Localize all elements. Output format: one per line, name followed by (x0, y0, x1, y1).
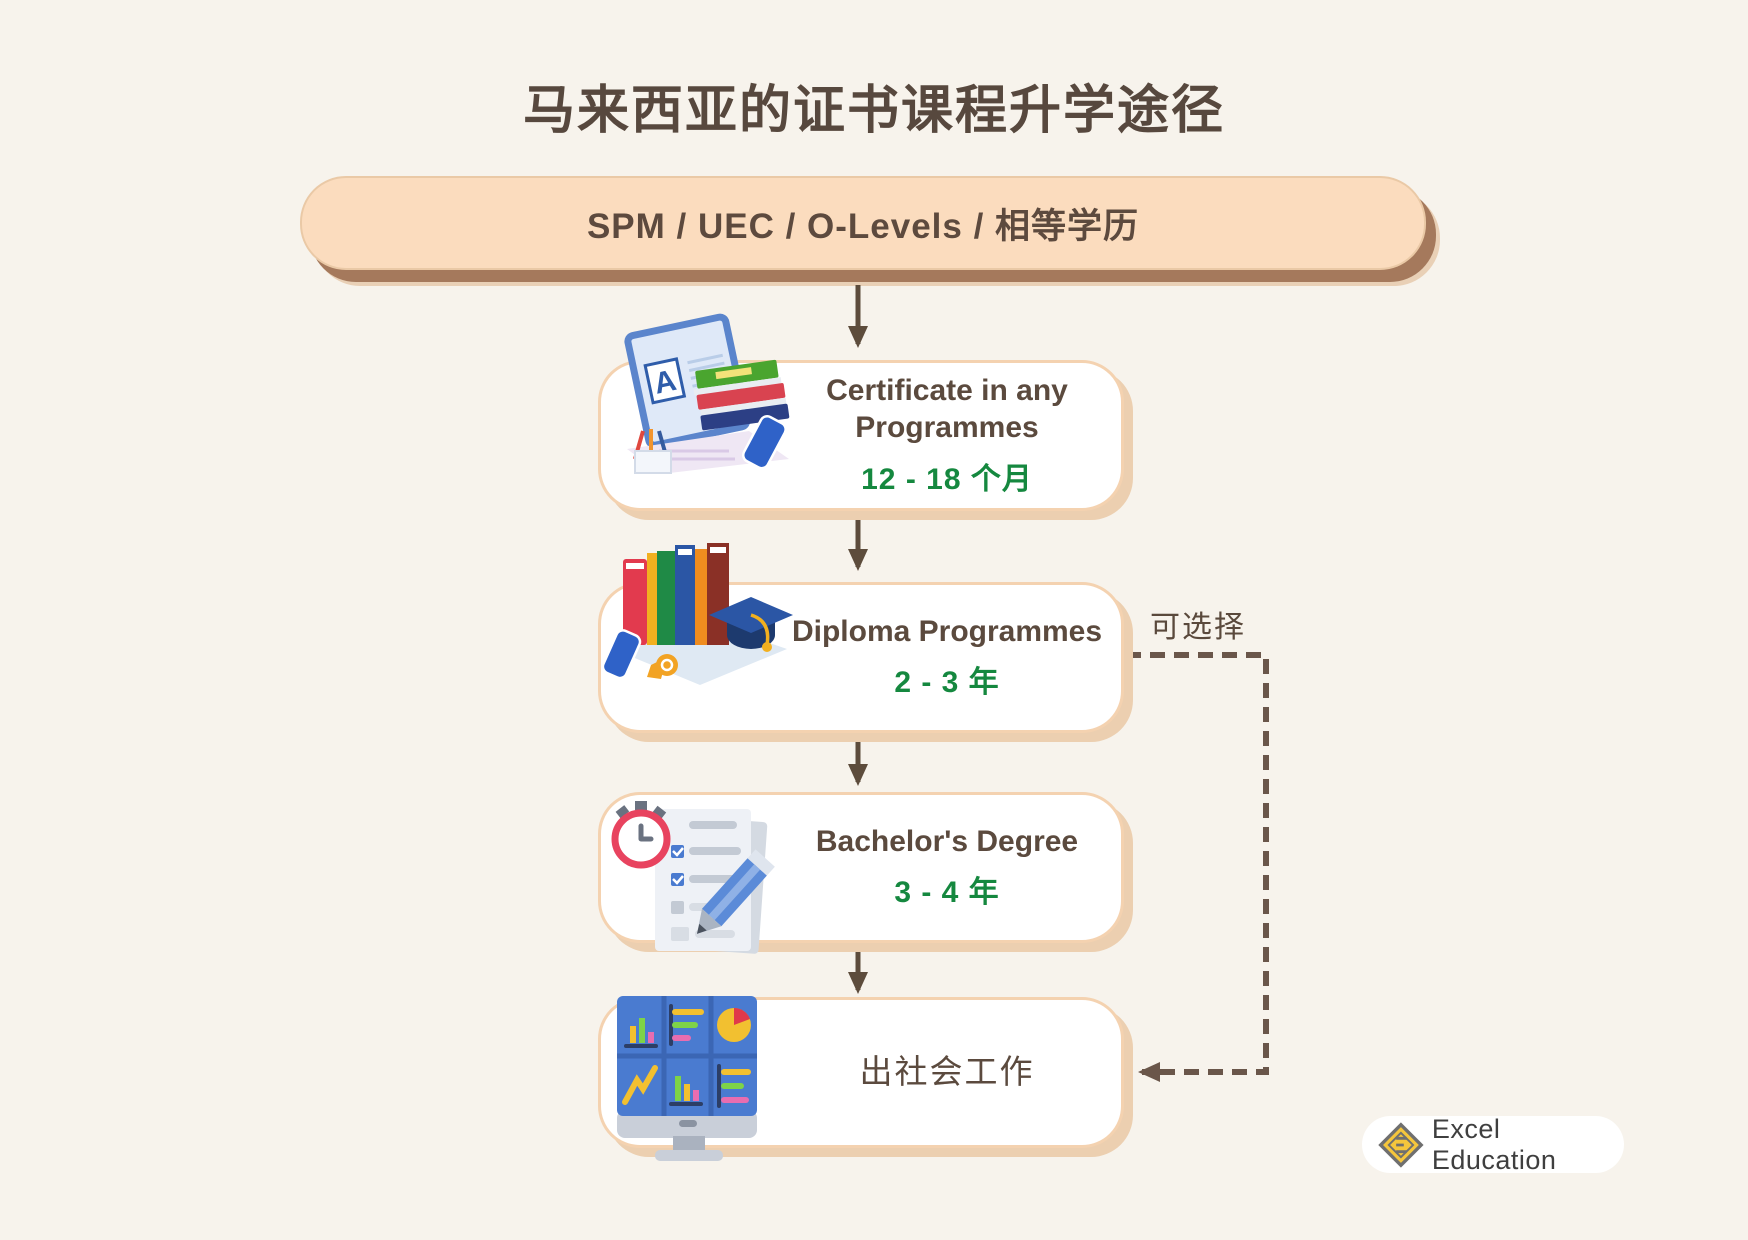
step-bachelor-title: Bachelor's Degree (815, 824, 1079, 858)
pencil (696, 849, 775, 934)
step-diploma-title: Diploma Programmes (791, 614, 1103, 648)
monitor-stand (673, 1136, 705, 1152)
step-work-title: 出社会工作 (859, 1053, 1035, 1091)
logo-text: Excel Education (1431, 1113, 1557, 1175)
charts-monitor-icon (617, 996, 757, 1161)
smartphone (601, 629, 642, 680)
entry-qualification-label: SPM / UEC / O-Levels / 相等学历 (586, 206, 1140, 246)
dashed-optional-path-diploma-to-work (1126, 652, 1269, 1082)
step-diploma-box: Diploma Programmes 2 - 3 年 (598, 543, 1124, 733)
optional-path-label: 可选择 (1150, 611, 1246, 644)
monitor-base (655, 1150, 723, 1161)
books-graduation-cap-icon (601, 543, 793, 685)
graduation-cap (709, 597, 793, 652)
step-certificate-duration: 12 - 18 个月 (861, 462, 1033, 496)
books-stack (693, 359, 790, 431)
books-row (623, 543, 729, 645)
step-bachelor-box: Bachelor's Degree 3 - 4 年 (598, 792, 1124, 954)
excel-education-logo: Excel Education (1362, 1113, 1624, 1175)
checklist-pencil-stopwatch-icon (611, 801, 775, 954)
step-certificate-box: A Certificate in any Programm (598, 313, 1124, 511)
smartphone (742, 415, 787, 470)
pencil-cup (633, 429, 672, 474)
entry-qualification-pill: SPM / UEC / O-Levels / 相等学历 (300, 176, 1426, 270)
stopwatch (611, 801, 671, 869)
step-work-box: 出社会工作 (598, 996, 1124, 1161)
mini-charts (622, 1004, 751, 1108)
excel-education-diamond-icon (1378, 1121, 1424, 1168)
step-certificate-title: Certificate in any Programmes (826, 374, 1068, 444)
step-bachelor-duration: 3 - 4 年 (894, 876, 1000, 910)
step-diploma-duration: 2 - 3 年 (894, 666, 1000, 700)
page-title: 马来西亚的证书课程升学途径 (522, 82, 1225, 140)
award-ribbon (647, 654, 678, 679)
laptop-books-icon: A (624, 313, 790, 474)
